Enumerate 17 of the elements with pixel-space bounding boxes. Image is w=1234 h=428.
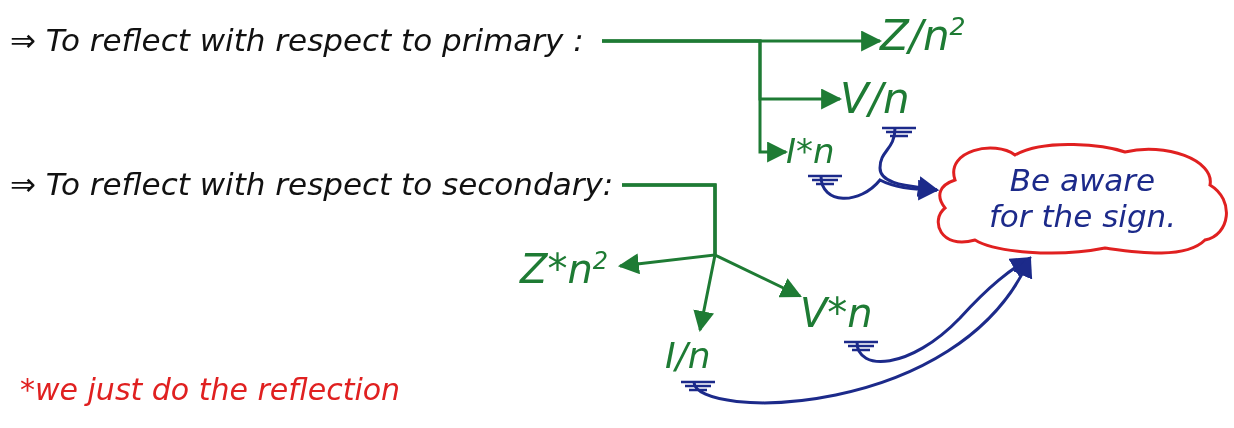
arrow [602,39,789,163]
arrow [878,127,940,198]
formula-text: V*n [800,290,873,336]
formula-text: Z/n$^{2}$ [880,11,966,61]
formula-text: I/n [665,335,711,377]
note-text: *we just do the reflection [20,372,401,407]
heading-text: ⇒ To reflect with respect to secondary: [10,167,614,203]
cloud-callout [935,140,1230,258]
arrow [692,256,1032,405]
arrow [819,175,940,201]
arrow [622,183,717,333]
formula-text: I*n [786,132,835,172]
heading-text: ⇒ To reflect with respect to primary : [10,23,584,59]
formula-text: Z*n$^{2}$ [520,246,609,292]
callout-text: Be aware for the sign. [987,163,1178,235]
formula-text: V/n [840,74,910,124]
arrow [855,256,1032,363]
